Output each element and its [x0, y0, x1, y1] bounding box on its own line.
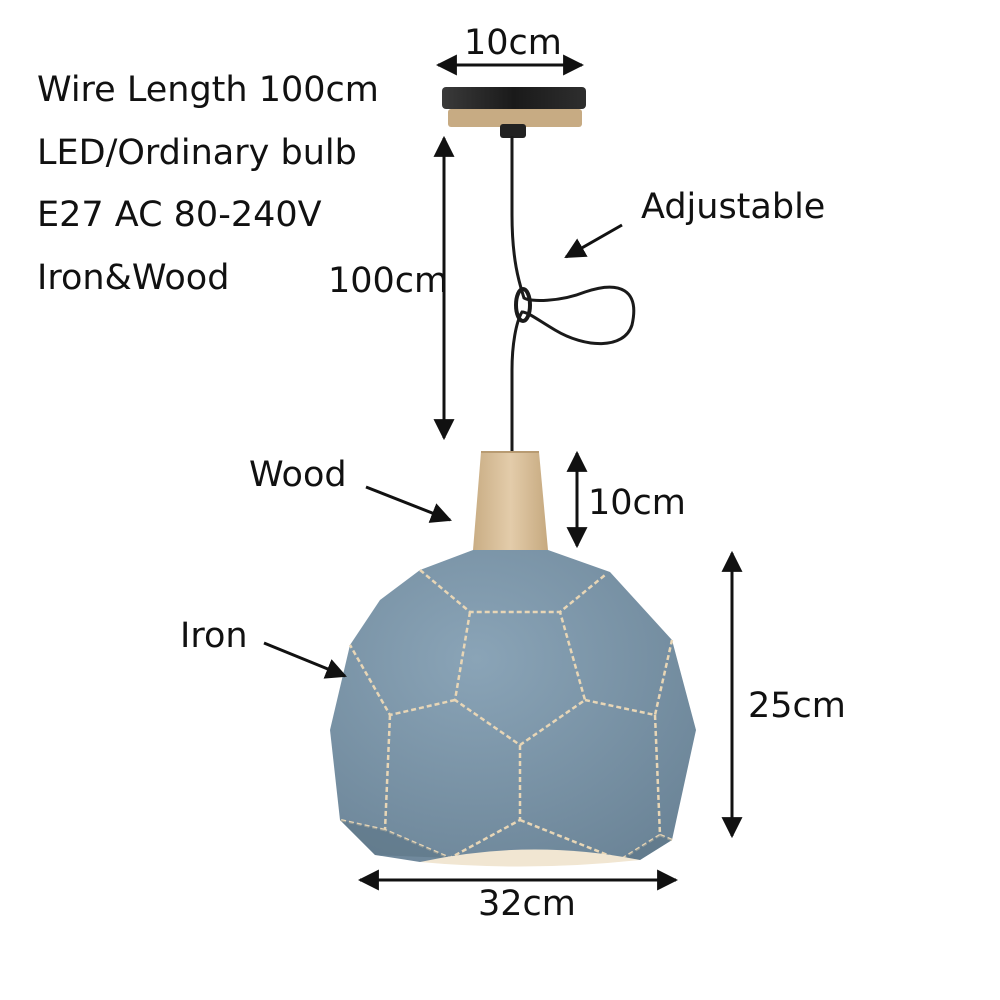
dimension-arrows [357, 54, 743, 891]
suspension-wire [510, 136, 636, 452]
ceiling-canopy [442, 87, 586, 138]
shade-width-label: 32cm [478, 884, 576, 924]
iron-pointer [263, 641, 347, 679]
wood-pointer [365, 485, 452, 523]
iron-label: Iron [180, 616, 248, 656]
adjustable-label: Adjustable [641, 187, 826, 227]
spec-material: Iron&Wood [37, 258, 230, 298]
canopy-width-label: 10cm [464, 23, 562, 63]
callout-arrows [263, 223, 623, 679]
spec-bulb: LED/Ordinary bulb [37, 133, 357, 173]
wood-label: Wood [249, 455, 347, 495]
spec-wire-length: Wire Length 100cm [37, 70, 379, 110]
wood-socket-cap [473, 451, 548, 550]
iron-shade [330, 550, 696, 867]
adjustable-pointer [564, 223, 623, 259]
shade-height-label: 25cm [748, 686, 846, 726]
spec-socket-voltage: E27 AC 80-240V [37, 195, 322, 235]
wood-height-label: 10cm [588, 483, 686, 523]
wire-drop-label: 100cm [328, 261, 449, 301]
